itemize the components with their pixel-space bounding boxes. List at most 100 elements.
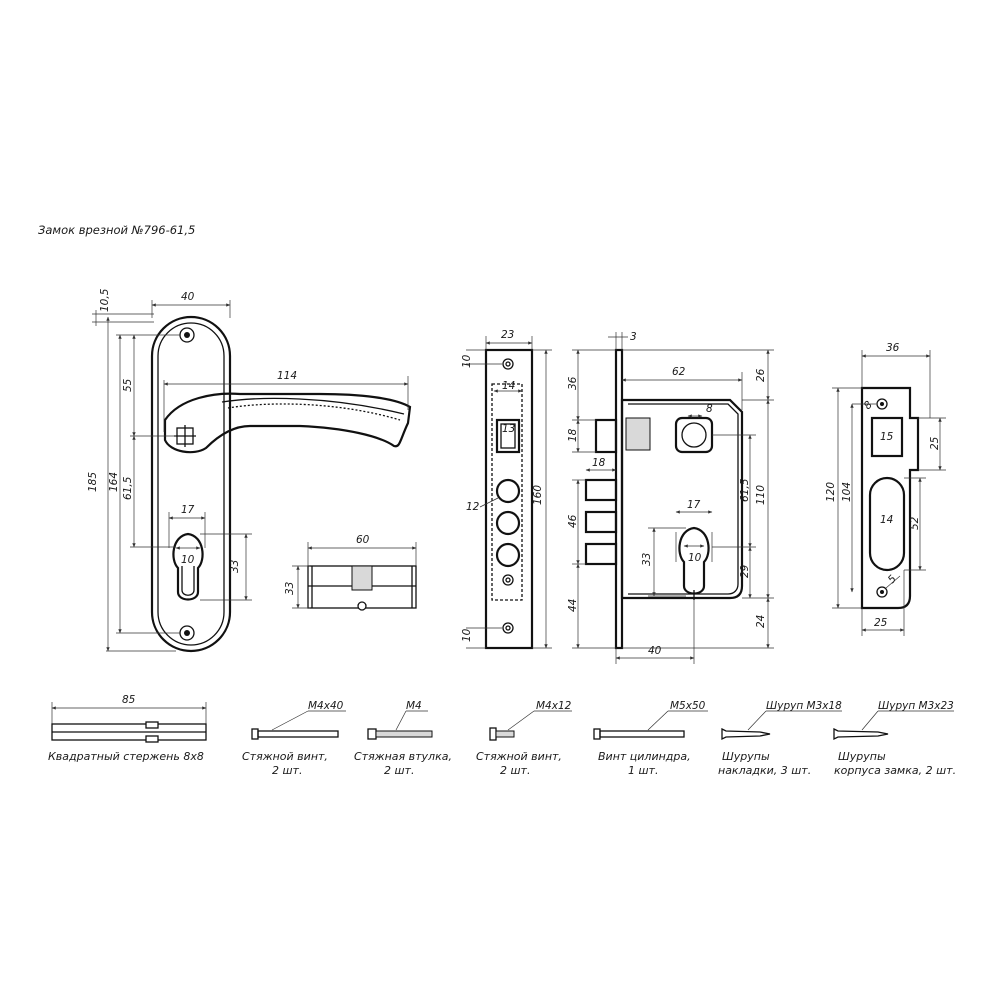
dim-label-fp-160: 160: [532, 485, 544, 505]
accessory-square-rod: 85 Квадратный стержень 8х8: [48, 694, 207, 763]
keyhole-inner: [181, 566, 195, 596]
m5x50-leader: [647, 710, 669, 731]
dim-label-55: 55: [122, 378, 134, 392]
accessory-wood-screw-m3x18: Шуруп М3х18 Шурупы накладки, 3 шт.: [718, 700, 842, 777]
dim-label-rod-85: 85: [122, 694, 136, 706]
m4-leader: [395, 710, 407, 731]
lock-bolt-1: [584, 478, 618, 502]
m4x12-shank: [495, 730, 515, 738]
m4-caption-1: Стяжная втулка,: [354, 750, 452, 763]
m4-size: M4: [406, 700, 422, 712]
faceplate-screw-mid: [502, 574, 514, 586]
dim-label-10: 10: [181, 554, 195, 566]
dim-label-lb-17: 17: [687, 499, 701, 511]
dim-label-40: 40: [181, 291, 195, 303]
lock-cylinder-hole: [678, 526, 710, 595]
dim-label-lb-29: 29: [739, 564, 751, 578]
cylinder-screw-hole: [357, 601, 367, 611]
strike-plate-assembly: 36 8 15 25 120 104 14 52 5 25: [825, 342, 946, 636]
faceplate-latch: [495, 418, 521, 454]
m3x23-body: [833, 727, 889, 741]
m5x50-caption-2: 1 шт.: [628, 764, 658, 777]
dim-label-lb-8: 8: [706, 403, 713, 415]
dim-label-fp-12: 12: [466, 501, 480, 513]
m4x12-leader: [507, 710, 535, 731]
escutcheon-plate-inner: [157, 322, 225, 646]
strike-screw-top-c: [880, 402, 884, 406]
dim-label-lb-24: 24: [755, 615, 767, 628]
dim-label-st-36: 36: [886, 342, 900, 354]
m4-sleeve-head: [367, 728, 377, 740]
faceplate-screw-top: [502, 358, 514, 370]
dim-label-lb-40: 40: [648, 645, 662, 657]
dim-label-st-8: 8: [862, 399, 875, 412]
m4x40-caption-1: Стяжной винт,: [242, 750, 328, 763]
lock-latch-body: [625, 417, 651, 451]
strike-bolt-slot: [868, 476, 906, 572]
dim-label-st-15: 15: [880, 431, 894, 443]
accessory-sleeve-m4: M4 Стяжная втулка, 2 шт.: [354, 700, 452, 777]
cylinder-keyhole: [172, 532, 204, 601]
lock-spindle-hole: [681, 422, 707, 448]
dim-label-st-25b: 25: [874, 617, 888, 629]
handle-lever-knurl: [227, 403, 401, 421]
dim-label-lb-10: 10: [688, 552, 702, 564]
dim-label-114: 114: [277, 370, 297, 382]
screw-top-head: [184, 332, 190, 338]
accessory-screw-m5x50: M5x50 Винт цилиндра, 1 шт.: [593, 700, 708, 777]
handle-lever-edge: [221, 397, 405, 415]
m4x12-size: M4x12: [536, 700, 572, 712]
faceplate-screw-mid-c: [505, 577, 511, 583]
dim-label-lb-62: 62: [672, 366, 686, 378]
escutcheon-plate: [150, 315, 232, 653]
square-rod-clip-bottom: [145, 735, 159, 743]
m4x40-head: [251, 728, 259, 740]
m3x18-size: Шуруп М3х18: [766, 700, 842, 712]
m3x23-size: Шуруп М3х23: [878, 700, 954, 712]
lock-case-inner: [628, 403, 739, 595]
square-rod-clip-top: [145, 721, 159, 729]
lock-bolt-3: [584, 542, 618, 566]
dim-label-lb-18a: 18: [567, 428, 579, 442]
lock-latch: [594, 418, 618, 454]
dim-label-cyl-60: 60: [356, 534, 370, 546]
m4-sleeve-body: [375, 730, 433, 738]
m4x40-caption-2: 2 шт.: [272, 764, 302, 777]
dim-label-lb-44: 44: [567, 599, 579, 612]
m3x23-caption-1: Шурупы: [838, 750, 886, 763]
dim-label-st-5: 5: [886, 573, 899, 586]
m4x40-leader: [271, 710, 309, 731]
accessory-screw-m4x40: M4x40 Стяжной винт, 2 шт.: [242, 700, 346, 777]
dim-label-lb-33: 33: [641, 553, 653, 566]
dim-label-cyl-33: 33: [284, 582, 296, 595]
dim-fp-12-leader: [479, 497, 499, 508]
dim-label-185: 185: [87, 472, 99, 492]
dim-label-st-25a: 25: [929, 436, 941, 450]
dim-label-fp-10-top: 10: [461, 354, 473, 368]
dim-label-33: 33: [229, 560, 241, 573]
m4x40-size: M4x40: [308, 700, 344, 712]
dim-label-st-14: 14: [880, 514, 893, 526]
dim-label-lb-46: 46: [567, 514, 579, 528]
lock-bolt-2: [584, 510, 618, 534]
dim-label-st-52: 52: [909, 516, 921, 530]
faceplate-outer: [484, 348, 534, 650]
dim-label-61-5: 61,5: [122, 476, 134, 500]
m5x50-shank: [599, 730, 685, 738]
m4x12-head: [489, 727, 497, 741]
faceplate-screw-bottom-c: [505, 625, 511, 631]
accessory-wood-screw-m3x23: Шуруп М3х23 Шурупы корпуса замка, 2 шт.: [833, 700, 956, 777]
caption-square-rod: Квадратный стержень 8х8: [48, 750, 204, 763]
dim-label-st-104: 104: [841, 482, 853, 502]
strike-screw-bottom-c: [880, 590, 884, 594]
dim-label-st-120: 120: [825, 482, 837, 502]
m3x23-leader: [861, 710, 879, 731]
dim-label-fp-13: 13: [502, 423, 515, 435]
dim-st-5-leader: [885, 575, 901, 589]
m4x12-caption-1: Стяжной винт,: [476, 750, 562, 763]
faceplate-screw-top-c: [505, 361, 511, 367]
dim-label-lb-61-5: 61,5: [739, 478, 751, 502]
m3x18-caption-2: накладки, 3 шт.: [718, 764, 811, 777]
faceplate-bolt-2: [495, 510, 521, 536]
dim-label-lb-36: 36: [567, 376, 579, 390]
